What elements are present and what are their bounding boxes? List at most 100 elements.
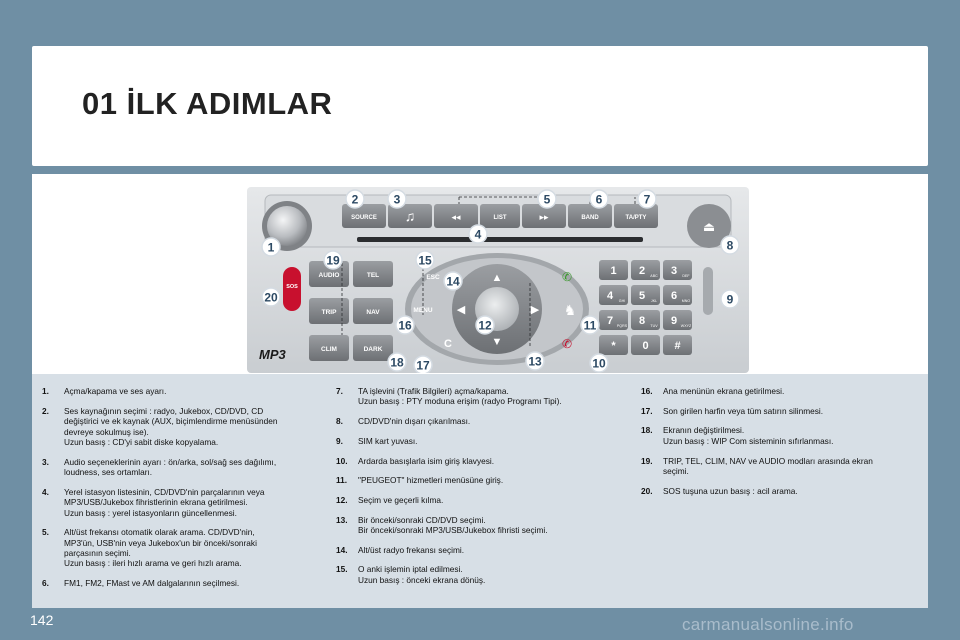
callout-marker [443, 271, 463, 291]
mp3-logo: MP3 [259, 347, 287, 362]
esc-label: ESC [426, 274, 440, 281]
keypad-letters: PQRS [617, 324, 628, 328]
band-label: BAND [581, 215, 599, 221]
legend-item-number: 1. [42, 386, 49, 396]
legend-item-line: MP3'ün, USB'nin veya Jukebox'un bir önce… [64, 537, 257, 548]
tel-label: TEL [367, 272, 379, 279]
callout-marker [387, 189, 407, 209]
keypad-key[interactable] [663, 285, 692, 305]
clim-label: CLIM [321, 346, 337, 353]
legend-item-number: 9. [336, 435, 343, 446]
keypad-key[interactable] [599, 335, 628, 355]
volume-knob[interactable] [267, 206, 307, 246]
legend-item-line: Bir önceki/sonraki MP3/USB/Jukebox fihri… [358, 525, 548, 536]
legend-item-number: 19. [641, 455, 653, 466]
legend-item-line: Ana menünün ekrana getirilmesi. [663, 386, 785, 396]
legend-item: 11."PEUGEOT" hizmetleri menüsüne giriş. [336, 475, 614, 485]
title-panel: 01 İLK ADIMLAR [32, 46, 928, 166]
legend-item-line: O anki işlemin iptal edilmesi. [358, 564, 463, 575]
arrow-up-icon: ▲ [492, 272, 503, 284]
keypad-key[interactable] [631, 335, 660, 355]
keypad-digit: 7 [607, 315, 613, 327]
legend-item-number: 6. [42, 578, 49, 589]
source-button[interactable] [342, 204, 386, 228]
keypad-key[interactable] [599, 285, 628, 305]
callout-marker [580, 315, 600, 335]
legend-item: 8. CD/DVD'nin dışarı çıkarılması. [336, 416, 614, 426]
phone-hangup-icon[interactable]: ✆ [562, 337, 572, 351]
legend-item-line: parçasının seçimi. [64, 548, 131, 559]
phone-answer-icon[interactable]: ✆ [562, 270, 572, 284]
eject-button[interactable] [687, 204, 731, 248]
keypad-letters: TUV [650, 324, 658, 328]
legend-item-text: Açma/kapama ve ses ayarı. [64, 386, 320, 396]
keypad-key[interactable] [631, 285, 660, 305]
callout-number: 2 [352, 193, 359, 207]
peugeot-lion-icon[interactable]: ♞ [564, 302, 577, 318]
legend-item-text: "PEUGEOT" hizmetleri menüsüne giriş. [358, 475, 614, 485]
legend-item-number: 8. [336, 416, 343, 427]
legend-item-number: 5. [42, 527, 49, 538]
legend-item-line: Uzun basış : ileri hızlı arama ve geri h… [64, 558, 242, 569]
trip-button[interactable] [309, 298, 349, 324]
legend-item: 3.Audio seçeneklerinin ayarı : ön/arka, … [42, 457, 320, 478]
callout-number: 15 [418, 254, 432, 268]
dark-button[interactable] [353, 335, 393, 361]
callout-number: 9 [727, 293, 734, 307]
legend-item-line: devreye sokulmuş ise). [64, 426, 149, 437]
callout-number: 8 [727, 239, 734, 253]
keypad-letters: JKL [651, 299, 657, 303]
legend-item-text: FM1, FM2, FMast ve AM dalgalarının seçil… [64, 578, 320, 588]
legend-item-number: 17. [641, 405, 653, 416]
top-buttons: SOURCE ♫ ◂◂ LIST ▸▸ BAND TA/PTY [342, 204, 658, 228]
legend-item-text: CD/DVD'nin dışarı çıkarılması. [358, 416, 614, 426]
legend-item-line: seçimi. [663, 465, 689, 476]
callout-number: 10 [592, 357, 606, 371]
nav-label: NAV [366, 309, 380, 316]
keypad-key[interactable] [663, 310, 692, 330]
callout-number: 7 [644, 193, 651, 207]
legend-item: 14.Alt/üst radyo frekansı seçimi. [336, 545, 614, 555]
callout-number: 18 [390, 356, 404, 370]
legend-item-text: Alt/üst frekansı otomatik olarak arama. … [64, 527, 320, 569]
arrow-right-icon: ▶ [531, 304, 540, 316]
callout-marker [415, 250, 435, 270]
legend-item: 13.Bir önceki/sonraki CD/DVD seçimi.Bir … [336, 515, 614, 536]
clim-button[interactable] [309, 335, 349, 361]
legend-item-number: 10. [336, 455, 348, 466]
callout-marker [345, 189, 365, 209]
callout-marker [475, 315, 495, 335]
keypad-digit: 6 [671, 290, 677, 302]
sos-button[interactable] [283, 267, 301, 311]
legend-item-line: Ardarda basışlarla isim giriş klavyesi. [358, 455, 495, 466]
music-button[interactable] [388, 204, 432, 228]
keypad-digit: 9 [671, 315, 677, 327]
callout-number: 14 [446, 275, 460, 289]
forward-button[interactable] [522, 204, 566, 228]
clear-label: C [444, 338, 452, 350]
ta-label: TA/PTY [626, 215, 647, 221]
legend-item-line: Yerel istasyon listesinin, CD/DVD'nin pa… [64, 486, 265, 497]
legend-item-line: Uzun basış : PTY moduna erişim (radyo Pr… [358, 396, 562, 407]
keypad-key[interactable] [631, 310, 660, 330]
callout-marker [323, 250, 343, 270]
tel-button[interactable] [353, 261, 393, 287]
legend-item-line: loudness, ses ortamları. [64, 467, 153, 478]
keypad-key[interactable] [663, 335, 692, 355]
page-title: 01 İLK ADIMLAR [82, 86, 333, 121]
keypad-key[interactable] [631, 260, 660, 280]
legend-item-line: TA işlevini (Trafik Bilgileri) açma/kapa… [358, 386, 509, 396]
legend-item-number: 18. [641, 425, 653, 436]
keypad-key[interactable] [599, 310, 628, 330]
nav-button[interactable] [353, 298, 393, 324]
legend-item-text: TRIP, TEL, CLIM, NAV ve AUDIO modları ar… [663, 456, 903, 477]
band-button[interactable] [568, 204, 612, 228]
keypad-key[interactable] [599, 260, 628, 280]
callout-marker [413, 355, 433, 373]
legend-item: 15.O anki işlemin iptal edilmesi.Uzun ba… [336, 564, 614, 585]
keypad-key[interactable] [663, 260, 692, 280]
list-button[interactable] [480, 204, 520, 228]
rewind-button[interactable] [434, 204, 478, 228]
ta-button[interactable] [614, 204, 658, 228]
